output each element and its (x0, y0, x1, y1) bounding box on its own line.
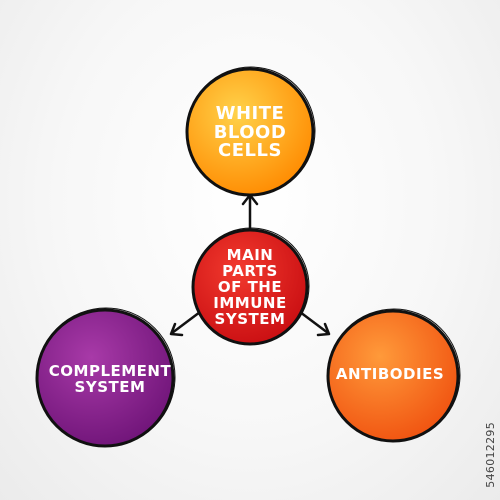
node-label-line: OF THE (217, 277, 283, 296)
node-label-main-parts: MAIN PARTS OF THE IMMUNE SYSTEM (198, 232, 302, 342)
node-circle-top (185, 66, 316, 197)
node-label-line: BLOOD (213, 121, 287, 143)
node-label-line: SYSTEM (214, 310, 286, 329)
node-label-line: WHITE (215, 102, 285, 124)
node-label-line: CELLS (218, 140, 282, 162)
node-circle-center (191, 227, 310, 346)
node-label-antibodies: ANTIBODIES (325, 335, 455, 415)
node-label-line: ANTIBODIES (335, 365, 445, 384)
reference-id: 546012295 (484, 422, 497, 488)
node-label-line: SYSTEM (74, 378, 146, 396)
node-circle-left (35, 307, 176, 448)
arrow-to-right (298, 310, 331, 337)
node-label-line: COMPLEMENT (48, 362, 172, 381)
node-circle-right (326, 308, 461, 443)
node-label-line: PARTS (222, 261, 278, 280)
node-label-complement-system: COMPLEMENT SYSTEM (40, 330, 180, 430)
arrow-to-left (169, 310, 202, 337)
arrow-to-top (241, 193, 259, 230)
node-label-line: IMMUNE (213, 294, 287, 313)
node-label-line: MAIN (226, 245, 274, 264)
node-label-white-blood-cells: WHITE BLOOD CELLS (195, 88, 305, 178)
